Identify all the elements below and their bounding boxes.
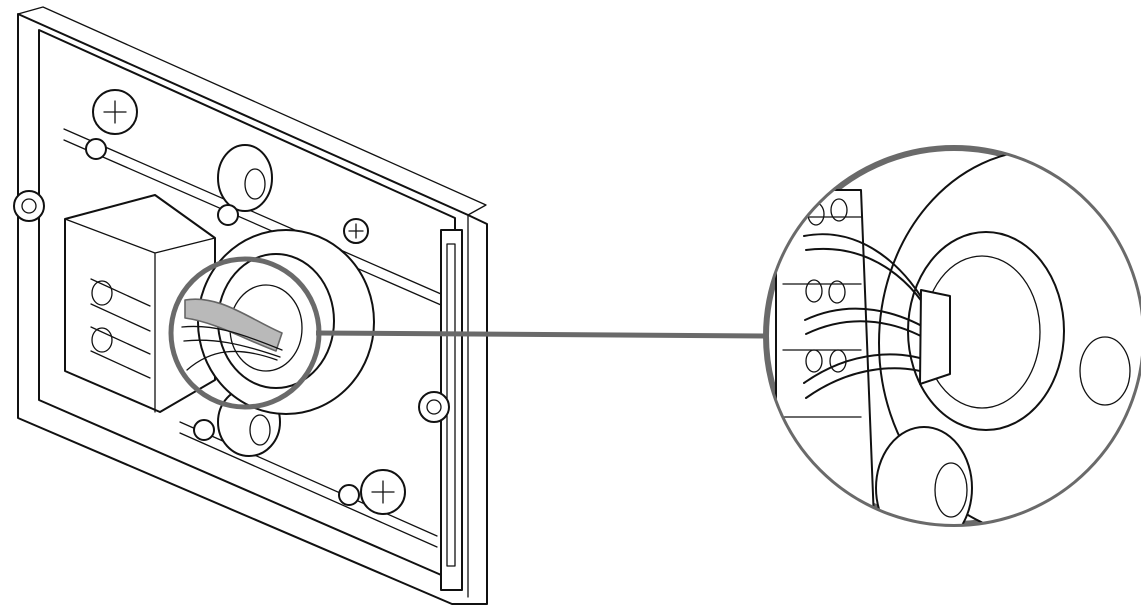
terminal-hole-top-2 <box>830 198 848 222</box>
magnified-terminal-lines <box>782 216 862 418</box>
box-right-edge <box>467 214 488 605</box>
terminal-slot-2 <box>90 326 151 379</box>
small-post-3 <box>193 419 215 441</box>
internal-ridge-lower <box>63 139 442 306</box>
small-post-1 <box>85 138 107 160</box>
small-post-4 <box>338 484 360 506</box>
terminal-hole-mid-2 <box>828 280 846 304</box>
magnified-lower-boss <box>875 426 973 524</box>
screw-bottom-right-cross <box>371 480 395 504</box>
lower-screw-slot <box>249 414 271 446</box>
terminal-hole-1 <box>91 280 113 306</box>
left-mounting-hole <box>21 198 37 214</box>
magnified-side-cutout <box>1079 336 1131 406</box>
magnified-lower-slot <box>934 462 968 518</box>
wire-entry-magnified-view <box>763 145 1141 527</box>
upper-screw-slot <box>244 168 266 200</box>
upper-screw-boss <box>217 144 273 212</box>
electrical-box-back-view <box>13 6 488 605</box>
left-mounting-lug <box>13 190 45 222</box>
terminal-block-face <box>64 218 216 413</box>
callout-connector-line <box>315 330 770 339</box>
terminal-slot-1 <box>90 278 151 332</box>
wire-strand-1 <box>181 325 283 351</box>
screw-top-right-cross <box>348 223 364 239</box>
right-mounting-lug <box>418 391 450 423</box>
box-top-edge <box>17 6 487 216</box>
terminal-hole-2 <box>91 327 113 353</box>
screw-top-left-cross <box>103 100 127 124</box>
wire-strand-2 <box>183 339 281 358</box>
terminal-hole-low-1 <box>805 349 823 373</box>
terminal-hole-mid-1 <box>805 279 823 303</box>
wire-strand-3 <box>186 350 278 371</box>
internal-ridge-bottom-2 <box>179 432 438 548</box>
magnified-wire-grommet <box>919 289 951 385</box>
small-post-2 <box>217 204 239 226</box>
right-mounting-hole <box>426 399 442 415</box>
internal-ridge-upper <box>63 128 442 295</box>
wire-bundle-grey <box>184 298 283 352</box>
